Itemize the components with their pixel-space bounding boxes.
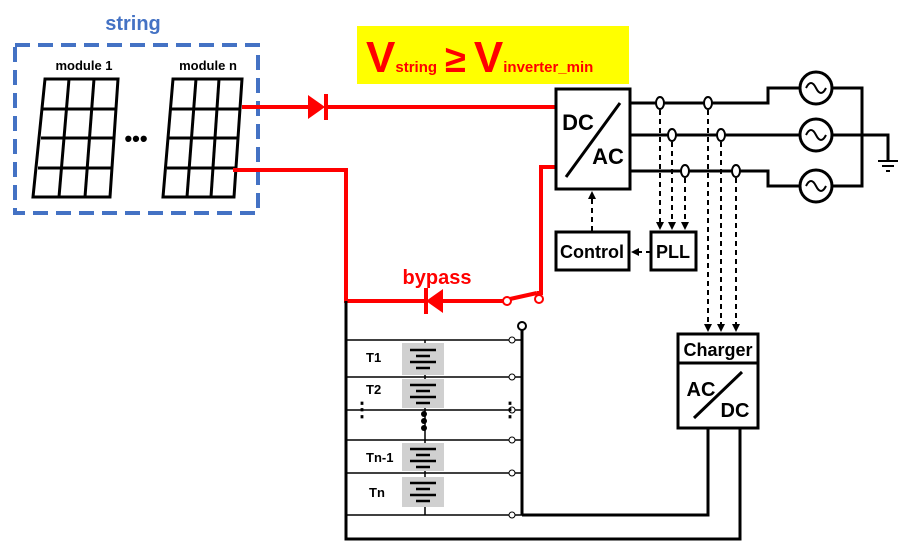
solar-panel-module-1 xyxy=(31,77,120,199)
battery-cell-1 xyxy=(402,343,444,375)
battery-positive-terminal xyxy=(517,321,527,331)
charger-ac-label: AC xyxy=(687,379,716,401)
tap-label-t1: T1 xyxy=(366,350,381,365)
string-enclosure xyxy=(13,43,260,215)
charger-title: Charger xyxy=(683,340,752,360)
battery-cell-n xyxy=(402,477,444,507)
left-vertical-ellipsis: ⋮ xyxy=(352,399,372,421)
condition-highlight xyxy=(357,26,629,84)
charger-box xyxy=(676,332,760,430)
right-vertical-ellipsis: ⋮ xyxy=(500,399,520,421)
charger-battery-wire xyxy=(344,301,742,541)
inverter-ac-label: AC xyxy=(592,144,624,169)
ac-source-3 xyxy=(798,168,834,204)
battery-cell-2 xyxy=(402,379,444,408)
tap-label-tn: Tn xyxy=(369,485,385,500)
control-box xyxy=(554,230,631,272)
module-1-label: module 1 xyxy=(55,58,112,73)
inverter-dc-label: DC xyxy=(562,110,594,135)
module-n-label: module n xyxy=(179,58,237,73)
pll-box xyxy=(649,230,698,272)
formula-sub1: string xyxy=(395,59,437,76)
ground-icon xyxy=(878,160,898,172)
charger-divider xyxy=(692,370,744,420)
formula-v1: V xyxy=(366,33,396,82)
ac-source-2 xyxy=(798,117,834,153)
battery-gap-dots xyxy=(421,411,427,431)
solar-panel-module-n xyxy=(161,77,244,199)
string-label: string xyxy=(105,13,161,35)
pll-label: PLL xyxy=(656,242,690,262)
battery-cell-n-1 xyxy=(402,443,444,471)
formula-sub2: inverter_min xyxy=(503,59,593,76)
bypass-diode xyxy=(424,288,443,314)
tap-label-tn-1: Tn-1 xyxy=(366,450,393,465)
ac-grid-lines xyxy=(630,86,890,188)
line-sensors xyxy=(655,96,741,178)
formula-relation: ≥ xyxy=(445,39,466,81)
tap-label-t2: T2 xyxy=(366,382,381,397)
pv-negative-bypass-wire xyxy=(233,165,556,303)
formula-v2: V xyxy=(474,33,504,82)
bypass-switch-pivot xyxy=(534,294,544,304)
bypass-switch-contact xyxy=(502,296,512,306)
charger-dc-label: DC xyxy=(721,400,750,422)
condition-formula: Vstring≥Vinverter_min xyxy=(366,33,593,82)
bypass-label: bypass xyxy=(403,267,472,289)
modules-ellipsis: ••• xyxy=(124,126,147,151)
battery-tap-nodes xyxy=(508,336,516,519)
series-diode xyxy=(308,94,328,120)
inverter-divider xyxy=(564,102,622,178)
control-label: Control xyxy=(560,242,624,262)
ac-source-1 xyxy=(798,70,834,106)
sensing-lines xyxy=(588,110,740,332)
